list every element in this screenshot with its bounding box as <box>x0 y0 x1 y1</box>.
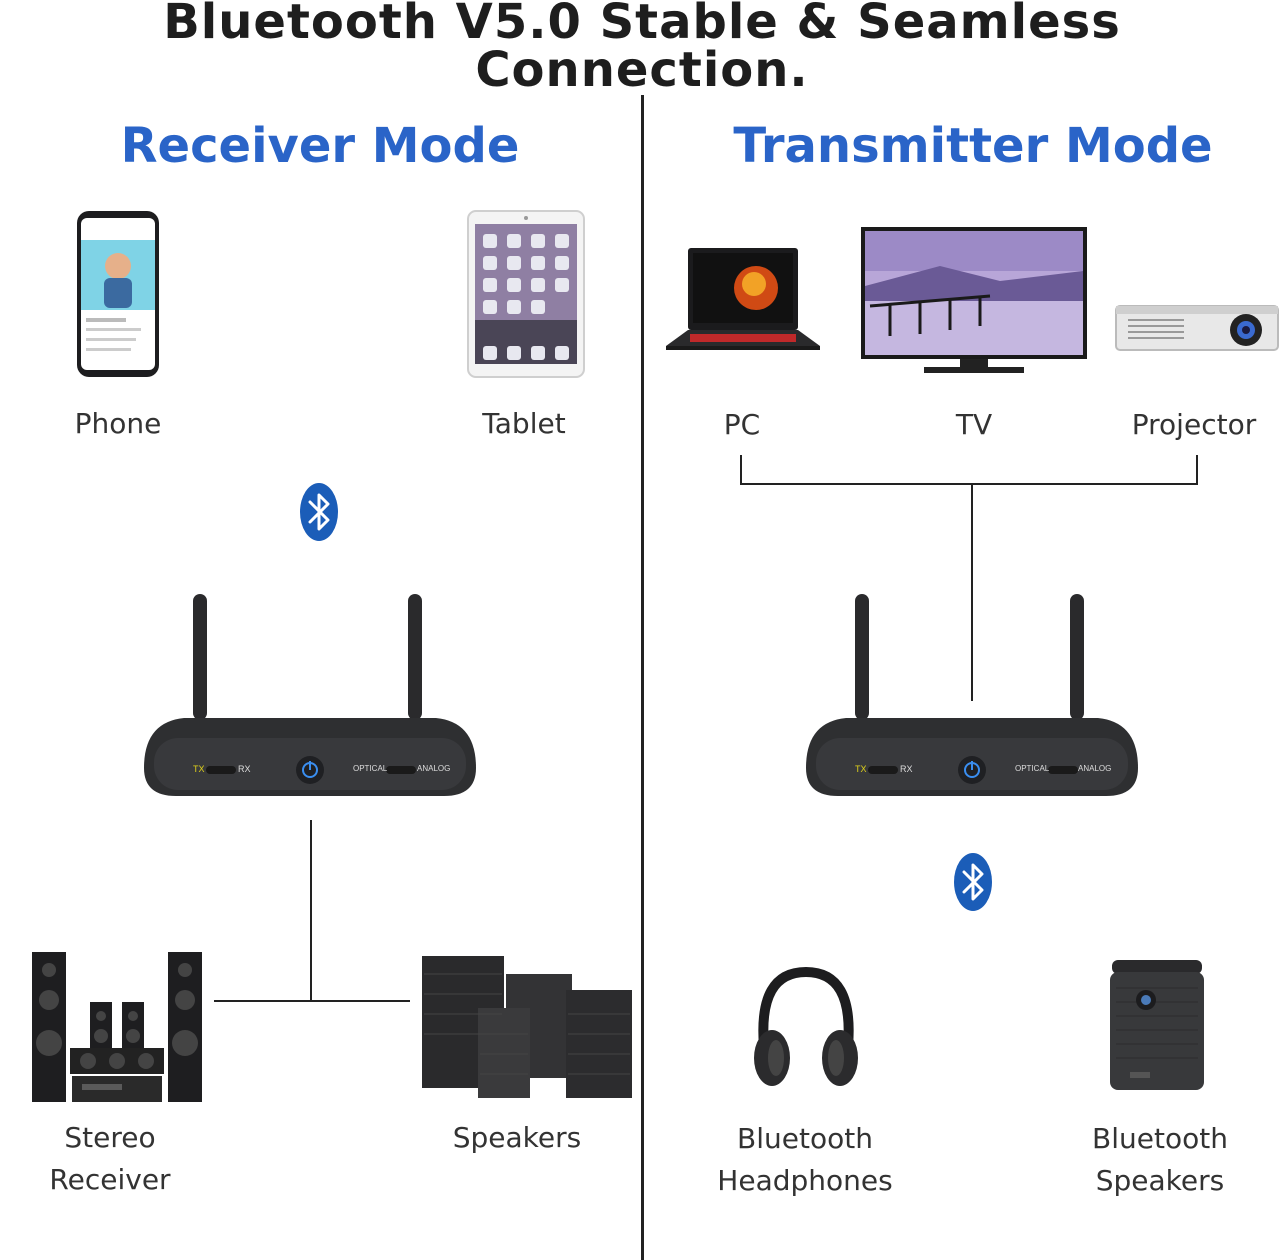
output-label-bluetooth-speakers-line2: Speakers <box>1095 1164 1225 1197</box>
page-headline: Bluetooth V5.0 Stable & Seamless Connect… <box>163 0 1121 98</box>
source-label-projector: Projector <box>1131 408 1257 441</box>
rx-label: RX <box>900 764 913 774</box>
source-label-phone: Phone <box>74 407 162 440</box>
analog-label: ANALOG <box>1078 764 1112 773</box>
stereo-receiver-icon <box>28 948 206 1106</box>
transmitter-connector-projector <box>1196 455 1198 485</box>
output-label-bluetooth-speakers-line1: Bluetooth <box>1092 1122 1228 1155</box>
tx-label: TX <box>855 764 867 774</box>
projector-icon <box>1114 296 1280 354</box>
output-label-stereo-receiver: Stereo Receiver <box>49 1121 171 1196</box>
receiver-mode-title: Receiver Mode <box>120 118 520 174</box>
receiver-connector-horizontal <box>214 1000 410 1002</box>
transmitter-connector-pc <box>740 455 742 485</box>
rx-label: RX <box>238 764 251 774</box>
source-label-pc: PC <box>723 408 761 441</box>
tv-icon <box>860 226 1088 376</box>
optical-label: OPTICAL <box>1015 764 1050 773</box>
transmitter-mode-title: Transmitter Mode <box>733 118 1213 174</box>
tx-label: TX <box>193 764 205 774</box>
source-label-tablet: Tablet <box>482 407 566 440</box>
speakers-icon <box>420 954 634 1100</box>
bluetooth-icon <box>299 482 339 542</box>
output-label-headphones-line1: Bluetooth <box>737 1122 873 1155</box>
output-label-headphones: Bluetooth Headphones <box>700 1118 910 1202</box>
output-label-bluetooth-speakers: Bluetooth Speakers <box>1060 1118 1260 1202</box>
bluetooth-transceiver-device <box>806 590 1138 800</box>
bluetooth-icon <box>953 852 993 912</box>
bluetooth-speaker-icon <box>1108 958 1206 1092</box>
transmitter-connector-vertical <box>971 483 973 701</box>
source-label-tv: TV <box>955 408 993 441</box>
bluetooth-transceiver-device <box>144 590 476 800</box>
output-label-speakers: Speakers <box>452 1121 582 1154</box>
analog-label: ANALOG <box>417 764 451 773</box>
output-label-headphones-line2: Headphones <box>717 1164 893 1197</box>
headphones-icon <box>750 966 862 1090</box>
laptop-icon <box>666 246 820 352</box>
transmitter-connector-horizontal <box>740 483 1198 485</box>
optical-label: OPTICAL <box>353 764 388 773</box>
tablet-icon <box>467 210 585 378</box>
phone-icon <box>76 210 160 378</box>
center-divider <box>641 95 644 1260</box>
receiver-connector-vertical <box>310 820 312 1002</box>
